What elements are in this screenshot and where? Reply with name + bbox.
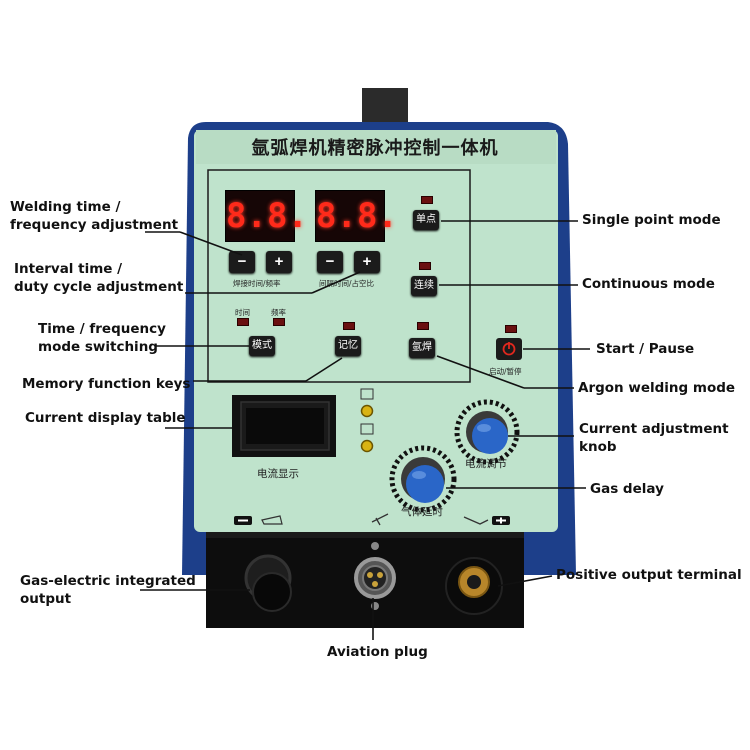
callout-current-display: Current display table	[25, 410, 186, 426]
callout-interval-time: Interval time /duty cycle adjustment	[14, 261, 184, 295]
ground-clamp-icon	[261, 515, 283, 525]
weld-time-freq-label: 焊接时间/频率	[233, 279, 281, 288]
weld-time-plus-button[interactable]: +	[266, 251, 292, 273]
callout-single-point: Single point mode	[582, 212, 721, 228]
argon-weld-button[interactable]: 氩焊	[409, 338, 435, 358]
control-frame	[207, 169, 471, 383]
single-point-led	[421, 196, 433, 204]
callout-gas-delay: Gas delay	[590, 481, 664, 497]
indicator-lamp-1	[360, 404, 374, 418]
carry-handle	[362, 88, 408, 128]
gas-electric-output-connector	[244, 554, 292, 612]
welding-time-display: 8.8.	[225, 190, 308, 242]
gas-delay-knob	[389, 445, 457, 513]
interval-plus-button[interactable]: +	[354, 251, 380, 273]
callout-argon-mode: Argon welding mode	[578, 380, 736, 396]
callout-aviation-plug: Aviation plug	[327, 644, 428, 660]
argon-led	[417, 322, 429, 330]
start-pause-button	[496, 338, 522, 360]
continuous-button[interactable]: 连续	[411, 276, 437, 296]
interval-minus-button[interactable]: −	[317, 251, 343, 273]
interval-time-display: 8.8.	[315, 190, 398, 242]
freq-label: 频率	[271, 308, 286, 317]
aviation-plug-connector	[354, 542, 396, 610]
current-adjust-knob	[454, 399, 520, 465]
start-pause-label: 启动/暂停	[489, 367, 522, 376]
pedal-icon	[463, 516, 489, 525]
callout-start-pause: Start / Pause	[596, 341, 695, 357]
time-led	[237, 318, 249, 326]
mode-button[interactable]: 模式	[249, 336, 275, 356]
memory-led	[343, 322, 355, 330]
panel-title: 氩弧焊机精密脉冲控制一体机	[251, 138, 499, 159]
gas-delay-label: 气体延时	[401, 506, 443, 518]
single-point-button[interactable]: 单点	[413, 210, 439, 230]
callout-continuous: Continuous mode	[582, 276, 715, 292]
continuous-led	[419, 262, 431, 270]
callout-positive-terminal: Positive output terminal	[556, 567, 742, 583]
current-display-label: 电流显示	[257, 468, 299, 480]
weld-time-minus-button[interactable]: −	[229, 251, 255, 273]
callout-welding-time: Welding time /frequency adjustment	[10, 199, 179, 233]
indicator-lamp-2	[360, 439, 374, 453]
freq-led	[273, 318, 285, 326]
power-led	[505, 325, 517, 333]
positive-output-terminal	[445, 557, 503, 615]
interval-duty-label: 间隔时间/占空比	[319, 279, 375, 288]
memory-button[interactable]: 记忆	[335, 336, 361, 356]
current-adjust-label: 电流调节	[465, 458, 507, 470]
callout-memory-keys: Memory function keys	[22, 376, 191, 392]
time-label: 时间	[235, 308, 250, 317]
torch-icon	[371, 513, 389, 526]
